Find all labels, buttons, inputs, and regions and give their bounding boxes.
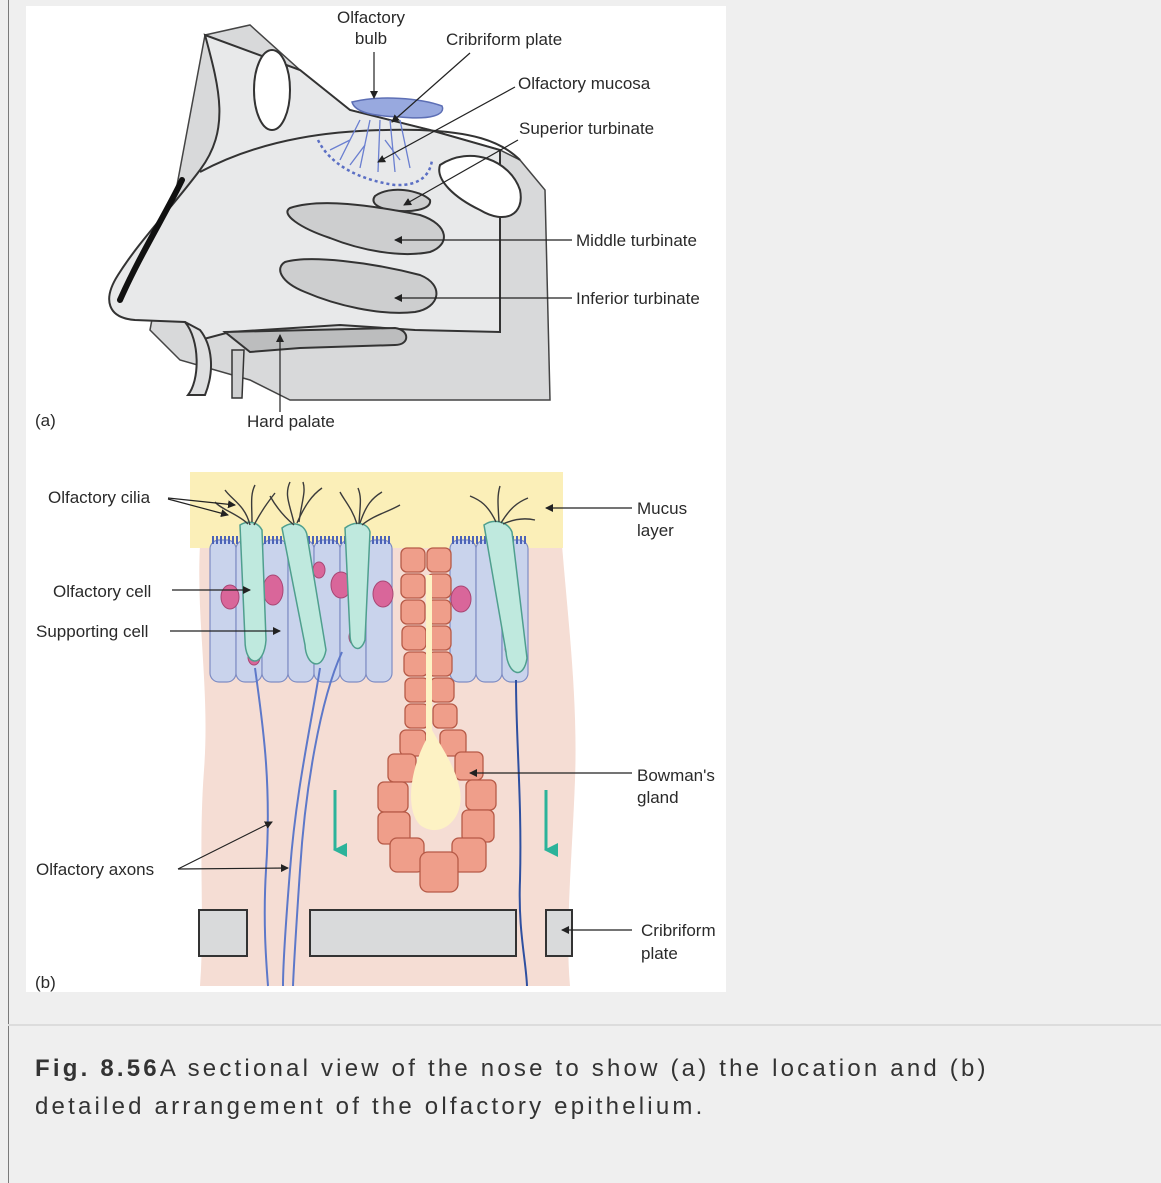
- label-middle-turbinate: Middle turbinate: [576, 231, 697, 250]
- label-olfactory-bulb-1: Olfactory: [337, 8, 406, 27]
- label-olfactory-cilia: Olfactory cilia: [48, 488, 151, 507]
- figure-diagram: Olfactory bulb Cribriform plate Olfactor…: [0, 0, 1161, 1010]
- nasal-cavity: [109, 35, 500, 340]
- label-cribriform-plate-a: Cribriform plate: [446, 30, 562, 49]
- label-inferior-turbinate: Inferior turbinate: [576, 289, 700, 308]
- label-olfactory-cell: Olfactory cell: [53, 582, 151, 601]
- panel-label-b: (b): [35, 973, 56, 992]
- label-bowmans-gland-1: Bowman's: [637, 766, 715, 785]
- caption-fig-number: Fig. 8.56: [35, 1055, 160, 1082]
- caption-divider: [8, 1024, 1161, 1026]
- panel-b-epithelium: [190, 472, 576, 986]
- label-olfactory-axons: Olfactory axons: [36, 860, 154, 879]
- label-superior-turbinate: Superior turbinate: [519, 119, 654, 138]
- label-bowmans-gland-2: gland: [637, 788, 679, 807]
- frontal-sinus: [254, 50, 290, 130]
- label-olfactory-mucosa: Olfactory mucosa: [518, 74, 651, 93]
- panel-a-nose-section: [109, 25, 550, 400]
- label-supporting-cell: Supporting cell: [36, 622, 148, 641]
- label-cribriform-plate-b-2: plate: [641, 944, 678, 963]
- label-cribriform-plate-b-1: Cribriform: [641, 921, 716, 940]
- incisor-tooth: [232, 350, 244, 398]
- label-mucus-layer-2: layer: [637, 521, 674, 540]
- panel-label-a: (a): [35, 411, 56, 430]
- caption-text: A sectional view of the nose to show (a)…: [35, 1055, 989, 1120]
- label-hard-palate: Hard palate: [247, 412, 335, 431]
- label-olfactory-bulb-2: bulb: [355, 29, 387, 48]
- label-mucus-layer-1: Mucus: [637, 499, 687, 518]
- figure-caption: Fig. 8.56A sectional view of the nose to…: [35, 1050, 1161, 1120]
